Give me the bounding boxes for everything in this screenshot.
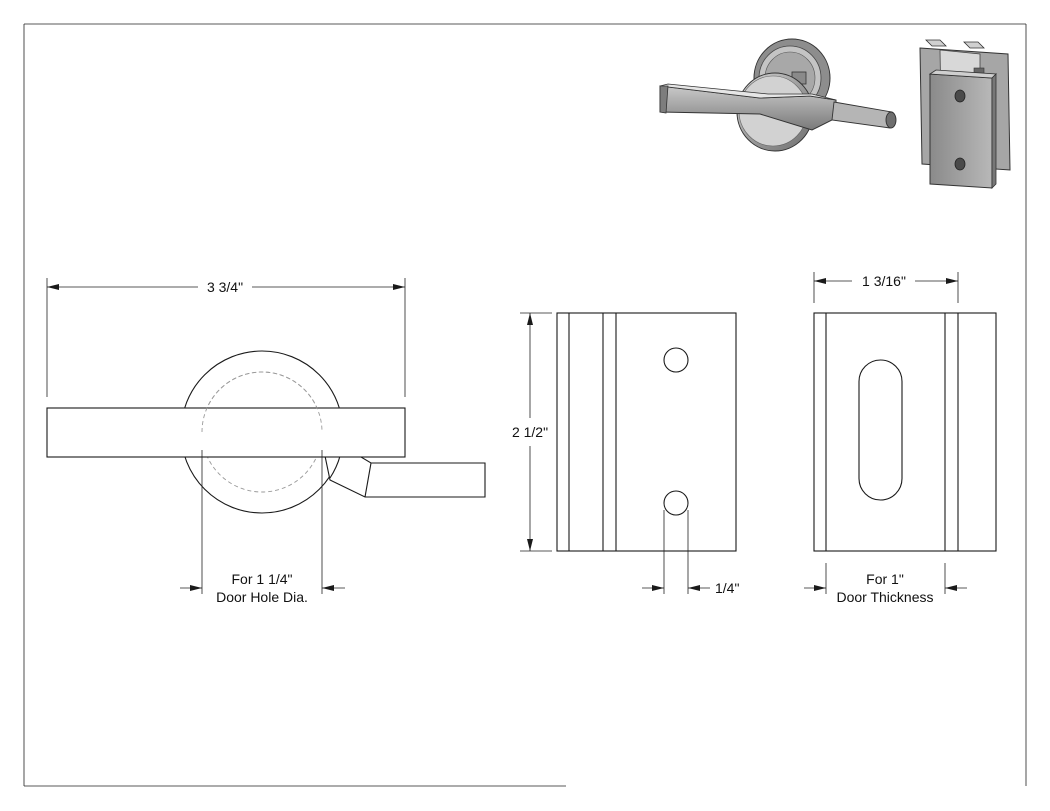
keeper-front-view [556,312,737,552]
dim-door-hole [180,450,345,594]
dim-hole-size [642,510,710,594]
dim-hole-size-label: 1/4" [715,580,739,596]
dim-keeper-depth [813,272,959,303]
lever-front-view [46,350,486,514]
keeper-isometric [919,39,1011,189]
door-hole-label-line2: Door Hole Dia. [216,589,308,605]
dim-keeper-height-label: 2 1/2" [512,424,548,440]
sheet-border [23,23,1027,787]
lever-handle-isometric [659,38,897,152]
dim-door-thickness [804,563,967,594]
keeper-side-view [813,312,997,552]
dim-keeper-height [520,312,552,552]
door-hole-label-line1: For 1 1/4" [232,571,293,587]
dim-overall-width-label: 3 3/4" [207,279,243,295]
door-thickness-label-line2: Door Thickness [836,589,933,605]
dim-overall-width [46,278,406,397]
door-thickness-label-line1: For 1" [866,571,904,587]
dim-keeper-depth-label: 1 3/16" [862,273,906,289]
